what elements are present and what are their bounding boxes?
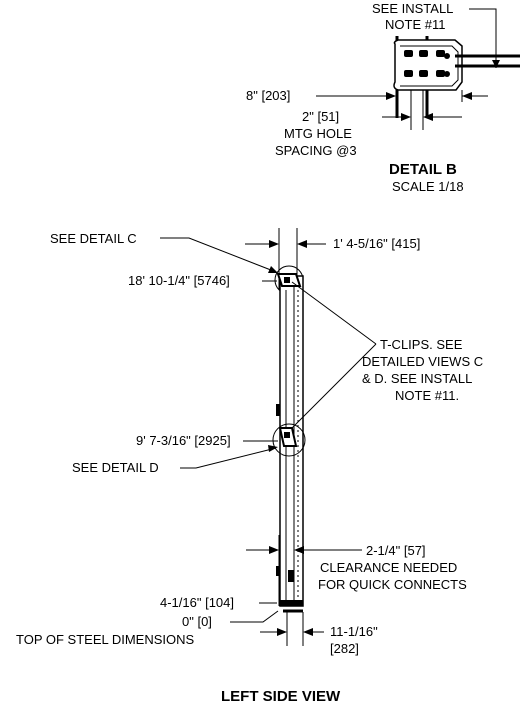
arrowhead (269, 546, 279, 554)
arrowhead (297, 240, 307, 248)
lsv-clearance-line1: 2-1/4" [57] (366, 543, 426, 558)
bolt-washer (444, 71, 450, 77)
detail-b-mtg-hole-line1: MTG HOLE (284, 126, 352, 141)
lsv-dim-base-line2: [282] (330, 641, 359, 656)
arrowhead (401, 113, 411, 121)
detail-b-bracket (393, 39, 463, 91)
detail-b-dim-8in: 8" [203] (246, 88, 290, 103)
detail-b-install-leader (469, 8, 497, 68)
detail-b-scale: SCALE 1/18 (392, 179, 464, 194)
lsv-tclips-line1: T-CLIPS. SEE (380, 337, 463, 352)
bolt-washer (444, 53, 450, 59)
bolt (436, 50, 445, 57)
lsv-see-detail-c: SEE DETAIL C (50, 231, 137, 246)
left-side-view: 1' 4-5/16" [415] SEE DETAIL C 18' 10-1/4… (16, 228, 483, 705)
lsv-detail-c-leader (160, 237, 277, 273)
lsv-top-of-steel: TOP OF STEEL DIMENSIONS (16, 632, 195, 647)
lsv-dim-width-top: 1' 4-5/16" [415] (333, 236, 420, 251)
arrowhead (277, 628, 287, 636)
detail-b-install-note-line1: SEE INSTALL (372, 1, 453, 16)
detail-b-title: DETAIL B (389, 161, 457, 178)
bolt (404, 50, 413, 57)
detail-b-mtg-hole-line2: SPACING @3 (275, 143, 357, 158)
detail-b-install-note-line2: NOTE #11 (385, 17, 445, 32)
arrowhead (294, 546, 304, 554)
lsv-quick-connect (288, 570, 294, 582)
lsv-see-detail-d: SEE DETAIL D (72, 460, 159, 475)
bolt (436, 70, 445, 77)
lsv-elev-zero: 0" [0] (182, 614, 212, 629)
detail-b-dim-2in: 2" [51] (302, 109, 339, 124)
lsv-side-tab (276, 404, 280, 416)
arrowhead (269, 240, 279, 248)
lsv-elev-middle: 9' 7-3/16" [2925] (136, 433, 231, 448)
lsv-clearance-line3: FOR QUICK CONNECTS (318, 577, 467, 592)
lsv-quick-connect-tab (276, 566, 280, 576)
detail-b-bolts (404, 50, 450, 77)
bolt (404, 70, 413, 77)
lsv-dim-base-line1: 11-1/16" (330, 624, 378, 639)
lsv-top-clip-bolt (284, 277, 290, 283)
bolt (419, 70, 428, 77)
lsv-tclips-leader-upper (291, 281, 377, 345)
arrowhead (268, 266, 278, 273)
lsv-tclips-leader-lower (291, 343, 377, 429)
detail-b: SEE INSTALL NOTE #11 8" [203] (246, 1, 520, 194)
arrowhead (268, 445, 278, 452)
lsv-middle-clip-bolt (284, 432, 290, 438)
lsv-title: LEFT SIDE VIEW (221, 688, 341, 705)
lsv-detail-d-circle (272, 423, 306, 457)
lsv-base-plate (280, 600, 303, 606)
lsv-detail-d-leader (180, 447, 277, 469)
arrowhead (423, 113, 433, 121)
bolt (419, 50, 428, 57)
lsv-tclips-line4: NOTE #11. (395, 388, 459, 403)
lsv-clearance-line2: CLEARANCE NEEDED (320, 560, 457, 575)
lsv-tclips-line3: & D. SEE INSTALL (362, 371, 472, 386)
lsv-tclips-line2: DETAILED VIEWS C (362, 354, 483, 369)
lsv-elev-zero-leader (230, 610, 279, 623)
arrowhead (386, 92, 396, 100)
arrowhead (492, 60, 500, 68)
lsv-elev-lower: 4-1/16" [104] (160, 595, 234, 610)
lsv-elev-upper: 18' 10-1/4" [5746] (128, 273, 230, 288)
arrowhead (303, 628, 313, 636)
arrowhead (462, 92, 472, 100)
